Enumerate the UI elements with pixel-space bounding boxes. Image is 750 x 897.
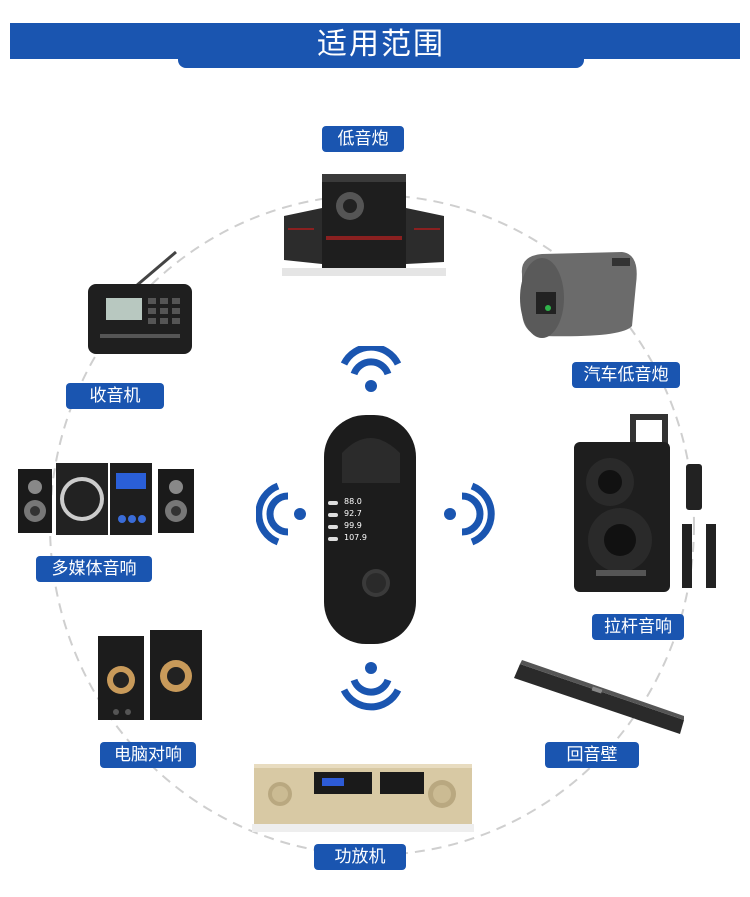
multimedia-speaker-image	[18, 463, 194, 535]
page-title: 适用范围	[317, 27, 445, 62]
label-radio: 收音机	[66, 383, 164, 409]
label-multimedia-speaker: 多媒体音响	[36, 556, 152, 582]
radio-image	[88, 250, 192, 354]
soundbar-image	[514, 660, 684, 734]
frequency-2: 99.9	[344, 521, 362, 530]
pc-speaker-image	[98, 630, 202, 720]
title-tab-wrap	[0, 0, 750, 70]
trolley-speaker-image	[574, 414, 716, 592]
label-soundbar: 回音壁	[545, 742, 639, 768]
amplifier-image	[252, 764, 474, 832]
signal-waves-icon	[256, 482, 306, 546]
fm-transmitter-body	[324, 415, 416, 644]
fm-transmitter-device: 88.0 92.7 99.9 107.9	[322, 413, 418, 646]
title-tab	[178, 53, 584, 68]
signal-waves-icon	[340, 662, 402, 711]
label-trolley-speaker: 拉杆音响	[592, 614, 684, 640]
label-car-subwoofer: 汽车低音炮	[572, 362, 680, 388]
frequency-1: 92.7	[344, 509, 362, 518]
frequency-list: 88.0 92.7 99.9 107.9	[344, 496, 367, 544]
label-amplifier: 功放机	[314, 844, 406, 870]
label-subwoofer: 低音炮	[322, 126, 404, 152]
frequency-0: 88.0	[344, 497, 362, 506]
signal-waves-icon	[340, 346, 402, 392]
frequency-3: 107.9	[344, 533, 367, 542]
label-pc-speaker: 电脑对响	[100, 742, 196, 768]
signal-waves-icon	[444, 482, 495, 546]
subwoofer-image	[282, 174, 446, 276]
car-subwoofer-image	[520, 252, 637, 338]
